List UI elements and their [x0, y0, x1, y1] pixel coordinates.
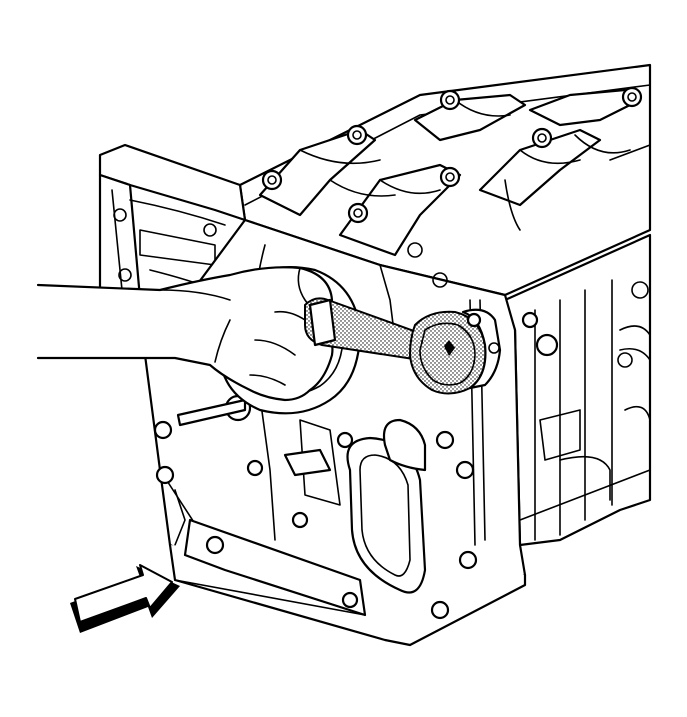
engine-block-side [503, 233, 652, 547]
seal-installer-tool [304, 297, 502, 395]
technician-hand [36, 266, 334, 402]
cylinder-head [238, 63, 652, 297]
arrow-right-icon [70, 564, 180, 633]
